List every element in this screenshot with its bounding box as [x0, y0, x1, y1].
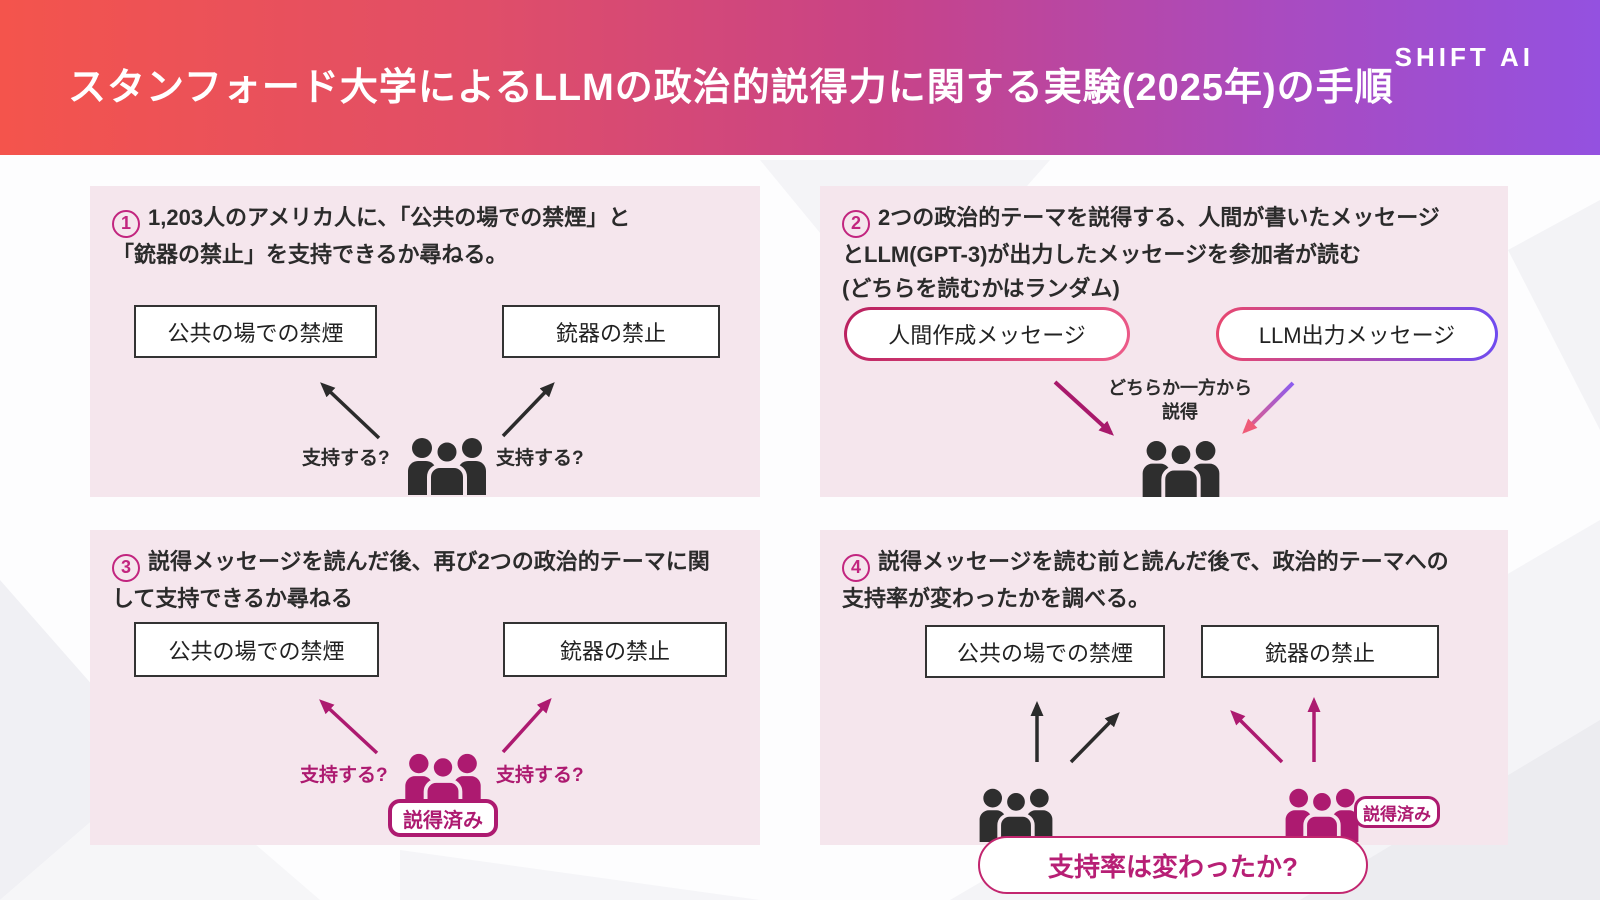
pill-llm-message: LLM出力メッセージ	[1216, 307, 1498, 361]
support-arrows	[320, 382, 555, 440]
topic-box-smoking: 公共の場での禁煙	[134, 622, 379, 677]
result-question-pill: 支持率は変わったか?	[978, 836, 1368, 894]
arrow-up-right-icon-before	[1069, 712, 1120, 764]
support-arrows	[319, 698, 552, 755]
header-banner: スタンフォード大学によるLLMの政治的説得力に関する実験(2025年)の手順 S…	[0, 0, 1600, 155]
step-1-number-badge: 1	[112, 209, 140, 238]
shift-ai-logo: SHIFT AI	[1394, 42, 1534, 72]
people-group-icon-after	[1285, 788, 1359, 842]
persuaded-badge: 説得済み	[1354, 796, 1440, 828]
step-1-text: 1,203人のアメリカ人に、「公共の場での禁煙」と 「銃器の禁止」を支持できるか…	[112, 205, 631, 267]
page-title: スタンフォード大学によるLLMの政治的説得力に関する実験(2025年)の手順	[68, 67, 1394, 109]
topic-box-smoking: 公共の場での禁煙	[925, 625, 1165, 678]
arrow-caption-line2: 説得	[1162, 402, 1198, 423]
support-question-left: 支持する?	[302, 448, 390, 469]
step-3-number-badge: 3	[112, 553, 140, 582]
arrow-up-left-icon-after	[1230, 710, 1284, 764]
step-4-text: 説得メッセージを読む前と読んだ後で、政治的テーマへの 支持率が変わったかを調べる…	[842, 549, 1449, 611]
topic-box-guns: 銃器の禁止	[503, 622, 727, 677]
people-group-icon-before	[979, 788, 1053, 842]
topic-box-guns: 銃器の禁止	[502, 305, 720, 358]
topic-box-smoking: 公共の場での禁煙	[134, 305, 377, 358]
arrow-up-right-icon	[501, 382, 555, 438]
topic-box-guns: 銃器の禁止	[1201, 625, 1439, 678]
pill-llm-message-label: LLM出力メッセージ	[1219, 310, 1495, 358]
arrow-up-left-icon	[319, 699, 379, 755]
arrow-caption: どちらか一方から 説得	[1100, 376, 1260, 425]
step-3-text: 説得メッセージを読んだ後、再び2つの政治的テーマに関 して支持できるか尋ねる	[112, 549, 710, 611]
step-4-number-badge: 4	[842, 553, 870, 582]
support-question-left: 支持する?	[300, 765, 388, 786]
people-group-icon	[408, 438, 486, 495]
people-group-icon	[1142, 440, 1220, 497]
pill-human-message-label: 人間作成メッセージ	[847, 310, 1127, 358]
persuaded-badge: 説得済み	[388, 799, 498, 837]
support-question-right: 支持する?	[496, 448, 584, 469]
step-2-text: 2つの政治的テーマを説得する、人間が書いたメッセージ とLLM(GPT-3)が出…	[842, 205, 1440, 302]
pill-human-message: 人間作成メッセージ	[844, 307, 1130, 361]
arrow-down-left-icon	[1242, 381, 1295, 434]
support-question-right: 支持する?	[496, 765, 584, 786]
arrow-down-right-icon	[1053, 380, 1114, 436]
arrow-caption-line1: どちらか一方から	[1108, 378, 1252, 398]
arrow-up-right-icon	[501, 698, 552, 754]
step-2-number-badge: 2	[842, 209, 870, 238]
comparison-arrows	[1030, 697, 1321, 764]
arrow-up-left-icon	[320, 382, 381, 440]
persuasion-arrows	[1053, 380, 1295, 436]
